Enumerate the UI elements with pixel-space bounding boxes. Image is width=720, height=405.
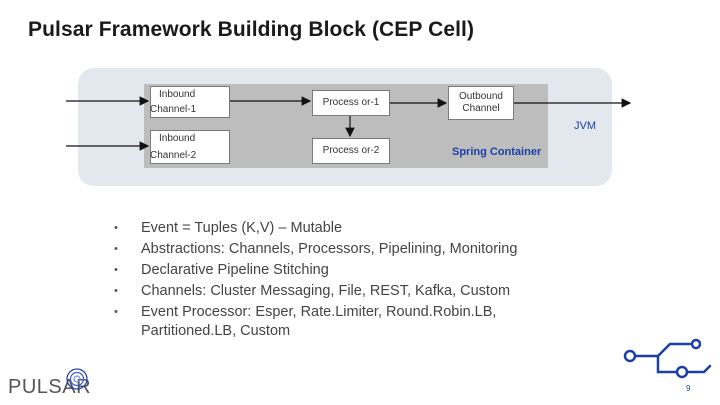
outbound-channel-box: Outbound Channel — [448, 86, 514, 120]
list-item: • Event Processor: Esper, Rate.Limiter, R… — [108, 303, 578, 341]
processor-1-box: Process or-1 — [312, 90, 390, 116]
list-item: • Event = Tuples (K,V) – Mutable — [108, 219, 578, 238]
processor-2-box: Process or-2 — [312, 138, 390, 164]
bullet-glyph: • — [114, 222, 118, 234]
inbound-channel-2-line2: Channel-2 — [150, 150, 197, 161]
inbound-channel-1-box: Inbound Channel-1 — [150, 86, 230, 118]
list-item: • Abstractions: Channels, Processors, Pip… — [108, 240, 578, 259]
bullet-glyph: • — [114, 264, 118, 276]
list-item: • Channels: Cluster Messaging, File, REST… — [108, 282, 578, 301]
circuit-decoration-icon — [623, 338, 712, 379]
inbound-channel-2-line1: Inbound — [159, 133, 196, 144]
outbound-channel-label: Outbound Channel — [449, 91, 513, 115]
pulsar-logo-icon — [66, 368, 88, 390]
outbound-channel-line2: Channel — [462, 103, 500, 114]
outbound-channel-line1: Outbound — [459, 91, 503, 102]
page-number: 9 — [686, 384, 691, 393]
processor-1-label: Process or-1 — [322, 97, 380, 108]
pulsar-logo-text: PULSAR — [8, 376, 92, 398]
bullet-text: Declarative Pipeline Stitching — [141, 262, 329, 278]
spring-container-label: Spring Container — [452, 146, 542, 158]
inbound-channel-2-box: Inbound Channel-2 — [150, 130, 230, 164]
list-item: • Declarative Pipeline Stitching — [108, 261, 578, 280]
inbound-channel-1-line2: Channel-1 — [150, 104, 197, 115]
inbound-channel-1-line1: Inbound — [159, 89, 196, 100]
bullet-text: Event = Tuples (K,V) – Mutable — [141, 220, 343, 236]
processor-2-label: Process or-2 — [322, 145, 380, 156]
bullet-text: Abstractions: Channels, Processors, Pipe… — [141, 241, 518, 257]
bullet-glyph: • — [114, 285, 118, 297]
jvm-label: JVM — [574, 120, 596, 132]
bullet-text: Event Processor: Esper, Rate.Limiter, Ro… — [141, 304, 497, 339]
bullet-glyph: • — [114, 306, 118, 318]
bullet-glyph: • — [114, 243, 118, 255]
bullet-text: Channels: Cluster Messaging, File, REST,… — [141, 283, 511, 299]
slide-title: Pulsar Framework Building Block (CEP Cel… — [28, 18, 475, 41]
bullet-list: • Event = Tuples (K,V) – Mutable • Abstrac… — [108, 219, 578, 343]
